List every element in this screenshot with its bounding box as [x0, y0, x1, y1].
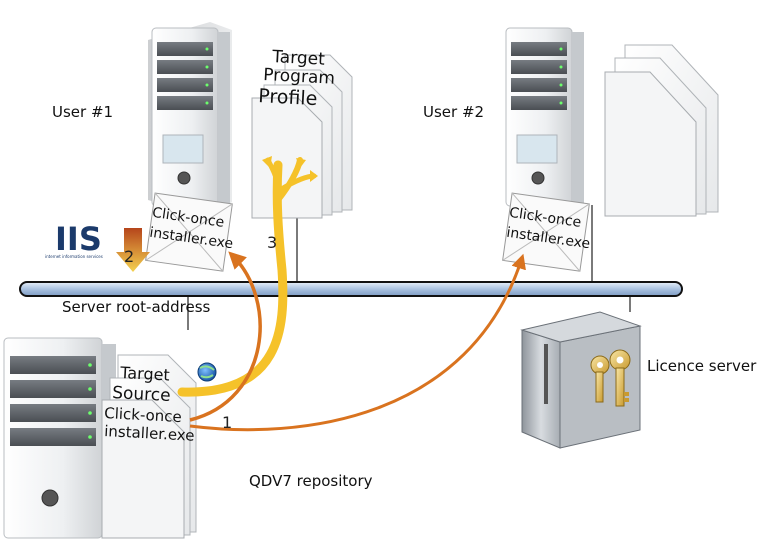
repository-label: QDV7 repository	[249, 472, 373, 490]
server-root-label: Server root-address	[62, 298, 211, 316]
step2-number: 2	[124, 247, 134, 266]
key-icon	[590, 349, 631, 407]
user2-documents	[604, 44, 719, 217]
network-bar	[19, 281, 683, 297]
repository-server	[3, 337, 116, 539]
step2-arrow: 2	[116, 228, 150, 272]
repo-doc-target: Target	[119, 363, 170, 385]
repo-installer-line2: installer.exe	[104, 422, 195, 445]
repo-doc-source: Source	[112, 383, 171, 406]
iis-logo-text: IIS	[55, 220, 102, 258]
user1-label: User #1	[52, 103, 114, 121]
user1-server	[148, 22, 232, 218]
user2-installer-doc: Click-once installer.exe	[502, 192, 591, 272]
step3-gold-arrow	[177, 156, 318, 397]
globe-icon	[197, 362, 217, 382]
repo-installer-line1: Click-once	[104, 404, 182, 426]
step1-number: 1	[222, 413, 232, 432]
step1-arrow-to-user1	[189, 251, 262, 422]
user2-label: User #2	[423, 103, 485, 121]
user2-server	[505, 27, 584, 207]
repository-documents: Target Source Click-once installer.exe	[101, 354, 197, 539]
iis-logo-subtext: internet information services	[45, 254, 103, 259]
user1-installer-doc: Click-once installer.exe	[145, 192, 234, 272]
user1-doc-program: Program	[263, 65, 336, 89]
licence-server-label: Licence server	[647, 357, 757, 375]
step1-arrow-to-user2	[189, 253, 526, 432]
step3-number: 3	[267, 233, 277, 252]
user1-documents: Target Program Profile	[251, 47, 353, 219]
iis-logo: IIS internet information services	[45, 220, 103, 259]
user1-doc-profile: Profile	[258, 85, 318, 110]
user1-doc-target: Target	[271, 47, 326, 70]
